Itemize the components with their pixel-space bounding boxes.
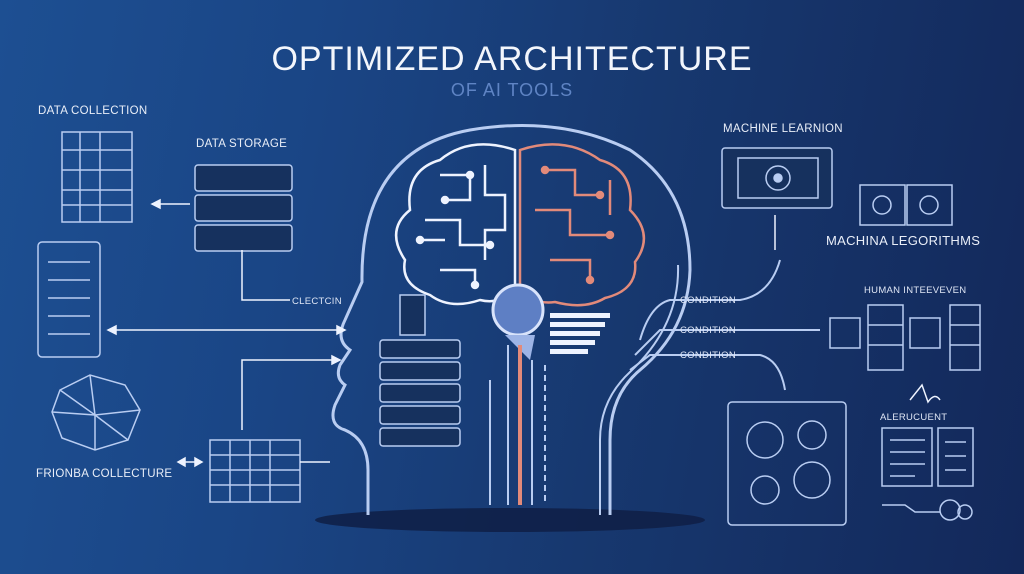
gear-hand-icon: [882, 499, 973, 521]
page-subtitle: OF AI TOOLS: [450, 80, 574, 100]
server-stack: [379, 294, 461, 447]
label-alerucuent: ALERUCUENT: [880, 412, 948, 423]
algorithm-icons: [859, 184, 953, 226]
brain-right-hemisphere: [518, 143, 645, 307]
page-title: OPTIMIZED ARCHITECTURE: [271, 40, 753, 78]
label-data-storage: DATA STORAGE: [196, 138, 288, 150]
label-frionba-collecture: FRIONBA COLLECTURE: [36, 468, 173, 480]
label-condition-2: CONDITION: [680, 325, 737, 336]
arrow-storage-down: [241, 250, 290, 301]
label-condition-1: CONDITION: [680, 295, 737, 306]
gears-panel: [727, 401, 847, 526]
label-condition-3: CONDITION: [680, 350, 737, 361]
network-blob-icon: [51, 374, 141, 451]
stripe-panel: [550, 313, 610, 354]
label-machina-algorithms: MACHINA LEGORITHMS: [826, 233, 981, 248]
label-human-interface: HUMAN INTEEVEVEN: [864, 285, 967, 296]
base-shadow: [315, 508, 705, 532]
human-interface-panel: [829, 304, 981, 371]
machine-learning-monitor: [721, 147, 833, 209]
label-data-collection: DATA COLLECTION: [38, 105, 148, 117]
data-collection-panel: [61, 131, 133, 223]
document-icon: [881, 427, 974, 487]
head-silhouette: [331, 124, 692, 515]
list-panel: [37, 241, 101, 358]
label-machine-learning: MACHINE LEARNION: [723, 123, 843, 135]
data-storage-panel: [194, 164, 293, 252]
condition-lines: [629, 259, 820, 391]
lower-table: [209, 439, 301, 503]
arrow-to-head-lower: [241, 354, 342, 430]
spine-lines: [489, 345, 546, 505]
arrow-list-to-head: [106, 324, 347, 336]
label-collection: CLECTCIN: [292, 296, 342, 307]
arrow-storage-to-collection: [150, 198, 190, 210]
arrow-lower-table: [176, 456, 330, 468]
signature-icon: [909, 383, 941, 404]
brain-left-hemisphere: [395, 143, 517, 306]
